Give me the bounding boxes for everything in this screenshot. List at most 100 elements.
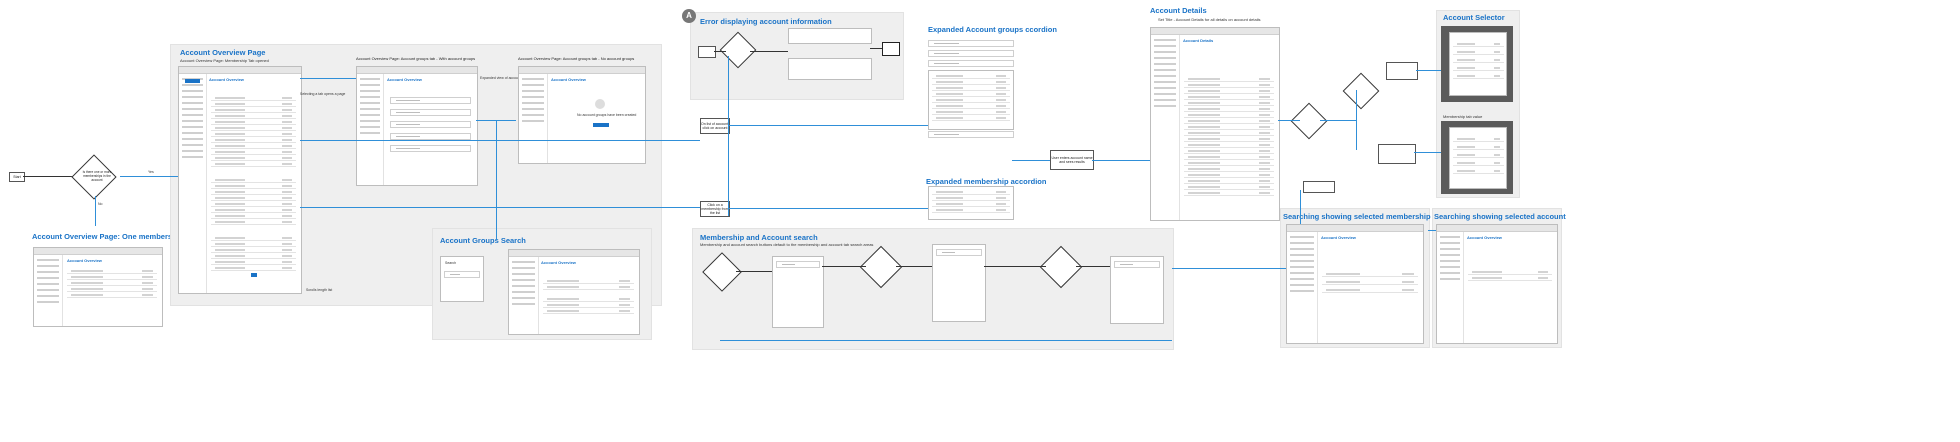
account-details-title: Account Details [1150, 6, 1207, 15]
connector [1320, 120, 1356, 121]
account-selector-sub: Membership tab value [1443, 114, 1483, 119]
connector [120, 176, 170, 177]
wire-heading: Account Overview [387, 77, 422, 82]
ms-wire-3 [1110, 256, 1164, 324]
error-start [698, 46, 716, 58]
expanded-membership-title: Expanded membership accordion [926, 177, 1047, 186]
account-details-wireframe: Account Details [1150, 27, 1280, 221]
one-membership-wireframe: Account Overview [33, 247, 163, 327]
overview-tab-note: Selecting a tab opens a page [300, 92, 346, 96]
connector [1172, 268, 1286, 269]
connector [23, 176, 78, 177]
error-wire-2 [788, 58, 872, 80]
selector-dark-1 [1441, 26, 1513, 102]
click-membership-note: Click on a membership from the list [701, 203, 729, 215]
search-account-title: Searching showing selected account [1434, 212, 1566, 221]
accordion-row [928, 50, 1014, 57]
ms-wire-2 [932, 244, 986, 322]
connector [300, 140, 700, 141]
yes-label: Yes [148, 170, 154, 174]
search-membership-wireframe: Account Overview [1286, 224, 1424, 344]
view-details-note: User enters account name and sees result… [1051, 156, 1093, 164]
selector-dark-2 [1441, 121, 1513, 194]
start-node: Start [9, 172, 25, 182]
one-membership-title: Account Overview Page: One membership [32, 232, 184, 241]
groups-tab-wireframe: Account Overview [356, 66, 478, 186]
account-selector-title: Account Selector [1443, 13, 1505, 22]
view-details-box: User enters account name and sees result… [1050, 150, 1094, 170]
connector [1076, 266, 1110, 267]
click-account-note: On list of account, click on account [701, 122, 730, 130]
selector-wire-1 [1449, 32, 1507, 96]
wire-heading: Account Overview [1467, 235, 1502, 240]
connector [496, 120, 497, 240]
account-details-banner: Set Title - Account Details for all deta… [1158, 17, 1261, 22]
accordion-row [928, 40, 1014, 47]
no-label: No [98, 202, 103, 206]
decision-memberships-label: Is there one or more memberships in the … [82, 170, 112, 182]
overview-wireframe: Account Overview [178, 66, 302, 294]
connector [1012, 160, 1050, 161]
expanded-groups-table [928, 70, 1014, 130]
selector-box-2 [1378, 144, 1416, 164]
ms-wire-1 [772, 256, 824, 328]
error-end [882, 42, 900, 56]
selector-decision [1342, 72, 1380, 110]
connector [1356, 90, 1357, 150]
connector [1300, 190, 1301, 224]
start-label: Start [13, 175, 21, 179]
connector [1278, 120, 1300, 121]
search-membership-title: Searching showing selected membership [1283, 212, 1431, 221]
groups-search-mini: Search [440, 256, 484, 302]
groups-tab-note: Expanded view of account group [480, 76, 531, 80]
membership-search-subtitle: Membership and account search buttons de… [700, 242, 874, 247]
overview-subtitle: Account Overview Page: Membership Tab op… [180, 58, 269, 63]
search-label: Search [445, 261, 457, 265]
empty-text: No account groups have been created [577, 113, 637, 117]
groups-search-title: Account Groups Search [440, 236, 526, 245]
connector [870, 48, 882, 49]
accordion-row [928, 131, 1014, 138]
connector [1092, 160, 1150, 161]
expanded-membership-table [928, 186, 1014, 220]
error-badge: A [682, 9, 696, 23]
click-membership-box: Click on a membership from the list [700, 201, 730, 217]
expanded-groups-title: Expanded Account groups ccordion [928, 25, 1057, 34]
connector [1428, 230, 1436, 231]
groups-empty-wireframe: Account Overview No account groups have … [518, 66, 646, 164]
connector [1416, 70, 1441, 71]
connector [1414, 152, 1441, 153]
selector-box-1 [1386, 62, 1418, 80]
connector [736, 271, 772, 272]
scroll-note: Scrolls length list [306, 288, 333, 292]
error-wire-1 [788, 28, 872, 44]
membership-search-title: Membership and Account search [700, 233, 818, 242]
connector [728, 208, 928, 209]
wire-heading: Account Overview [541, 260, 576, 265]
connector [896, 266, 932, 267]
wire-heading: Account Details [1183, 38, 1214, 43]
details-end [1303, 181, 1335, 193]
connector [984, 266, 1046, 267]
wire-heading: Account Overview [67, 258, 102, 263]
connector [300, 207, 700, 208]
connector [728, 56, 729, 216]
groups-tab-title: Account Overview Page: Account groups ta… [356, 56, 476, 61]
click-account-box: On list of account, click on account [700, 118, 730, 134]
connector [714, 51, 726, 52]
wire-heading: Account Overview [1321, 235, 1356, 240]
selector-wire-2 [1449, 127, 1507, 189]
wire-heading: Account Overview [551, 77, 586, 82]
wire-heading: Account Overview [209, 77, 244, 82]
overview-title: Account Overview Page [180, 48, 266, 57]
connector [728, 125, 928, 126]
connector [750, 51, 788, 52]
details-decision [1290, 102, 1328, 140]
connector [720, 340, 1172, 341]
error-title: Error displaying account information [700, 17, 832, 26]
groups-empty-title: Account Overview Page: Account groups ta… [518, 56, 635, 61]
groups-search-wireframe: Account Overview [508, 249, 640, 335]
accordion-row [928, 60, 1014, 67]
search-account-wireframe: Account Overview [1436, 224, 1558, 344]
connector [822, 266, 866, 267]
